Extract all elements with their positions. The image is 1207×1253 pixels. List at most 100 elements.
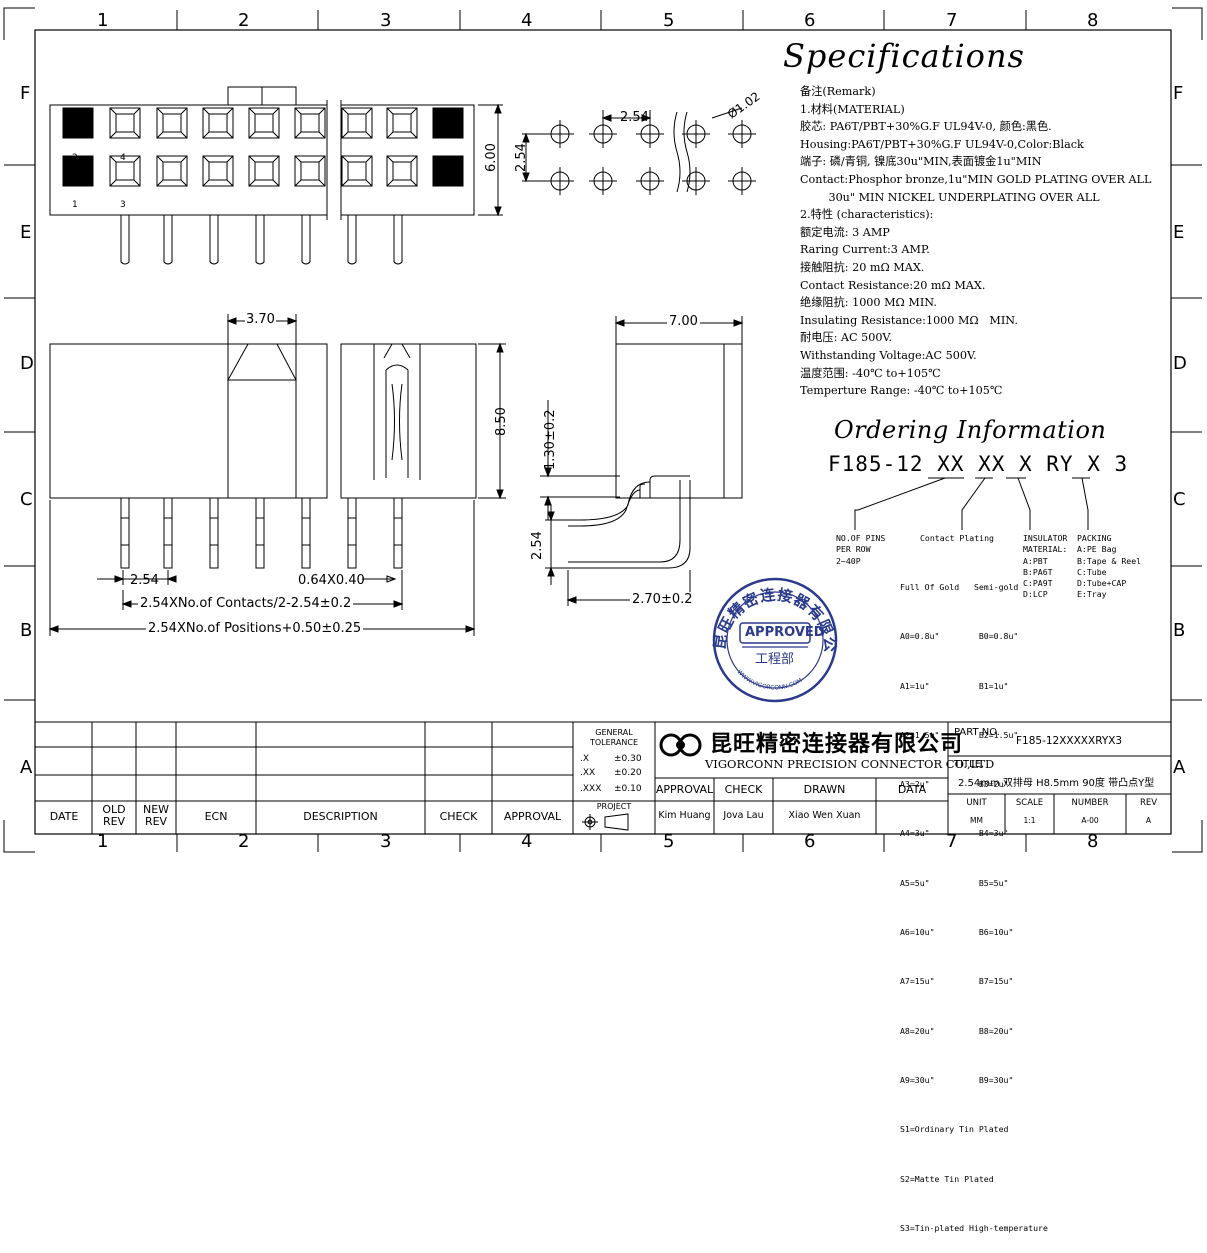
contact-cell-chamfer: [202, 155, 234, 187]
pin-label-1: 1: [72, 200, 78, 210]
plating-line: A5=5u" B5=5u": [900, 877, 1009, 888]
plating-line: A1=1u" B1=1u": [900, 680, 1009, 691]
contact-cell: [248, 155, 280, 187]
contact-cell-inner: [115, 113, 135, 133]
rev-header-new-rev: NEW REV: [142, 803, 170, 828]
dim-side-contacts: 2.54XNo.of Contacts/2-2.54±0.2: [138, 596, 354, 611]
meta-header-scale: SCALE: [1015, 798, 1044, 808]
side-pin-band: [394, 517, 402, 546]
contact-cell-plugged: [432, 155, 464, 187]
tolerance-x-val: ±0.30: [614, 754, 642, 764]
ordering-plating-title: Contact Plating: [920, 533, 994, 543]
contact-cell-chamfer: [341, 107, 373, 139]
zone-row-a-r: A: [1173, 757, 1186, 778]
zone-row-e: E: [20, 222, 32, 243]
company-logo-icon: [659, 733, 702, 757]
zone-col-3: 3: [380, 10, 392, 31]
ordering-part-pattern: F185-12 XX XX X RY X 3: [828, 452, 1129, 476]
contact-cell-inner: [300, 161, 320, 181]
spec-line: 胶芯: PA6T/PBT+30%G.F UL94V-0, 颜色:黑色.: [800, 120, 1052, 134]
ordering-pins: NO.OF PINS PER ROW 2~40P: [836, 533, 885, 567]
zone-col-4: 4: [521, 10, 533, 31]
contact-cell-inner: [162, 161, 182, 181]
front-pin: [393, 215, 403, 265]
footprint-hole-center: [589, 167, 617, 195]
contact-cell: [156, 107, 188, 139]
meta-header-unit: UNIT: [966, 798, 987, 808]
part-no-label: PART NO.: [954, 727, 1000, 738]
meta-rev: A: [1145, 816, 1152, 825]
packing-line: E:Tray: [1077, 589, 1107, 600]
zone-col-2-b: 2: [238, 831, 250, 852]
spec-line: 耐电压: AC 500V.: [800, 331, 893, 345]
rev-header-old-rev: OLD REV: [102, 803, 126, 828]
drawing-sheet: 昆旺精密连接器有限公司 WWW.VIGORCONN.COM: [0, 0, 1203, 853]
sign-header-drawn: DRAWN: [803, 783, 846, 796]
part-no-value: F185-12XXXXXRYX3: [1016, 735, 1123, 747]
spec-line: 备注(Remark): [800, 85, 876, 98]
zone-col-3-b: 3: [380, 831, 392, 852]
plating-line: A0=0.8u" B0=0.8u": [900, 631, 1019, 642]
specifications-list: 备注(Remark) 1.材料(MATERIAL) 胶芯: PA6T/PBT+3…: [800, 83, 1170, 400]
plating-line: S3=Tin-plated High-temperature: [900, 1222, 1048, 1233]
contact-cell-chamfer: [386, 155, 418, 187]
tolerance-title: GENERAL: [595, 728, 633, 737]
ordering-packing: PACKING A:PE Bag B:Tape & Reel C:Tube D:…: [1077, 533, 1141, 601]
dim-side-8-50: 8.50: [494, 407, 509, 436]
side-pin: [347, 497, 357, 569]
contact-cell-chamfer: [294, 155, 326, 187]
zone-col-2: 2: [238, 10, 250, 31]
side-pin: [209, 497, 219, 569]
footprint-hole-center: [636, 167, 664, 195]
plating-line: A2=1.5u" B2=1.5u": [900, 729, 1019, 740]
contact-cell-plugged: [62, 107, 94, 139]
front-pin: [301, 215, 311, 265]
zone-row-c: C: [20, 489, 33, 510]
zone-col-4-b: 4: [521, 831, 533, 852]
packing-line: C:Tube: [1077, 566, 1107, 577]
side-view: [48, 314, 506, 636]
contact-cell-chamfer: [341, 155, 373, 187]
dim-right-1-30: 1.30±0.2: [543, 409, 558, 470]
zone-col-5-b: 5: [663, 831, 675, 852]
tolerance-xx-val: ±0.20: [614, 768, 642, 778]
spec-line: Temperture Range: -40℃ to+105℃: [800, 384, 1003, 398]
side-pin-band: [348, 517, 356, 546]
spec-line: Withstanding Voltage:AC 500V.: [800, 348, 977, 362]
contact-cell: [341, 155, 373, 187]
title-label: TITLE.: [954, 759, 985, 770]
contact-cell: [386, 107, 418, 139]
front-pin: [209, 215, 219, 265]
right-side-view: [540, 316, 744, 606]
zone-col-7: 7: [946, 10, 958, 31]
contact-cell-chamfer: [248, 155, 280, 187]
stamp-approved: APPROVED: [745, 625, 825, 640]
plating-line: A4=3u" B4=3u": [900, 828, 1009, 839]
insulator-line: MATERIAL:: [1023, 544, 1068, 555]
side-pin-band: [256, 517, 264, 546]
packing-line: PACKING: [1077, 533, 1112, 543]
dim-footprint-pitch-h: 2.54: [620, 110, 649, 125]
side-pin: [393, 497, 403, 569]
ordering-pins-line: PER ROW: [836, 544, 871, 555]
stamp-url: WWW.VIGORCONN.COM: [735, 669, 803, 692]
zone-col-7-b: 7: [946, 831, 958, 852]
rev-header-ecn: ECN: [204, 810, 228, 823]
contact-cell-chamfer: [156, 155, 188, 187]
plating-line: S2=Matte Tin Plated: [900, 1173, 994, 1184]
sheet-corner-marks: [3, 7, 1203, 853]
contact-cell-inner: [392, 113, 412, 133]
tolerance-title-2: TOLERANCE: [589, 738, 639, 747]
spec-line: Housing:PA6T/PBT+30%G.F UL94V-0,Color:Bl…: [800, 137, 1084, 151]
contact-cell-chamfer: [156, 107, 188, 139]
contact-cell-inner: [347, 161, 367, 181]
stamp-arc-text: 昆旺精密连接器有限公司: [0, 0, 839, 654]
footprint-hole-center: [589, 120, 617, 148]
packing-line: D:Tube+CAP: [1077, 578, 1127, 589]
spec-line: 2.特性 (characteristics):: [800, 208, 934, 222]
meta-number: A-00: [1081, 816, 1099, 825]
meta-header-rev: REV: [1139, 798, 1158, 808]
contact-cell-chamfer: [109, 107, 141, 139]
sign-approval-name: Kim Huang: [658, 810, 711, 821]
projection-symbol-icon: [582, 813, 629, 831]
